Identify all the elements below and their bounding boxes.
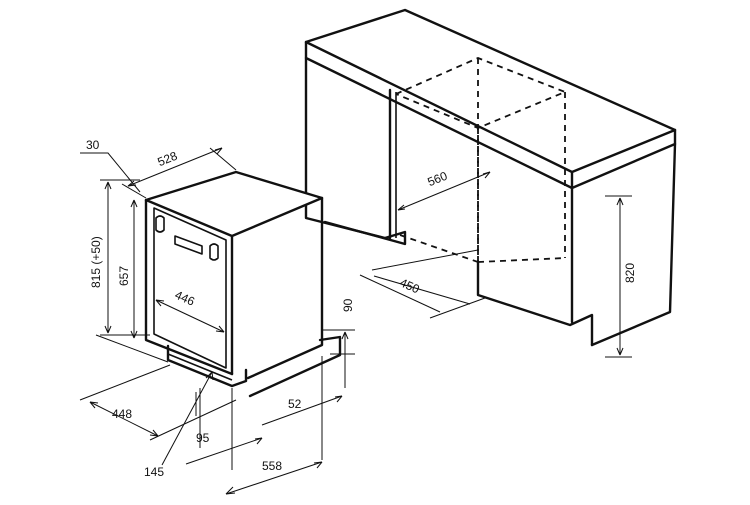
label-plinth-gap: 52 [288, 397, 302, 411]
label-width: 528 [156, 149, 180, 170]
label-body-height: 657 [117, 266, 131, 286]
dimension-body-height: 657 [117, 199, 138, 339]
label-niche-depth: 560 [426, 169, 450, 190]
label-niche-height: 820 [623, 263, 637, 283]
label-depth: 558 [262, 459, 282, 473]
dimension-total-height: 815 (+50) [89, 179, 150, 336]
label-niche-width: 450 [398, 275, 422, 296]
dimension-top-offset: 30 [80, 138, 141, 193]
label-plinth-height: 90 [341, 298, 355, 312]
dimension-niche-height: 820 [605, 195, 637, 358]
dimension-door-offset: 145 [144, 371, 214, 479]
label-inner-depth: 446 [173, 288, 197, 309]
dimension-plinth-offset: 95 [185, 388, 263, 470]
label-plinth-offset: 95 [196, 431, 210, 445]
label-door-offset: 145 [144, 465, 164, 479]
label-top-offset: 30 [86, 138, 100, 152]
kitchen-cabinet [304, 8, 677, 347]
dishwasher [144, 170, 342, 398]
dimension-plinth-height: 90 [322, 298, 355, 388]
dimension-niche-depth: 560 [397, 169, 491, 211]
label-total-height: 815 (+50) [89, 236, 103, 288]
dimension-plinth-gap: 52 [261, 395, 343, 426]
dimension-base-depth: 448 [79, 334, 237, 441]
dimension-depth: 558 [225, 356, 323, 495]
label-base-depth: 448 [112, 407, 132, 421]
dimension-niche-width: 450 [359, 249, 486, 319]
dimension-inner-depth: 446 [155, 288, 225, 333]
